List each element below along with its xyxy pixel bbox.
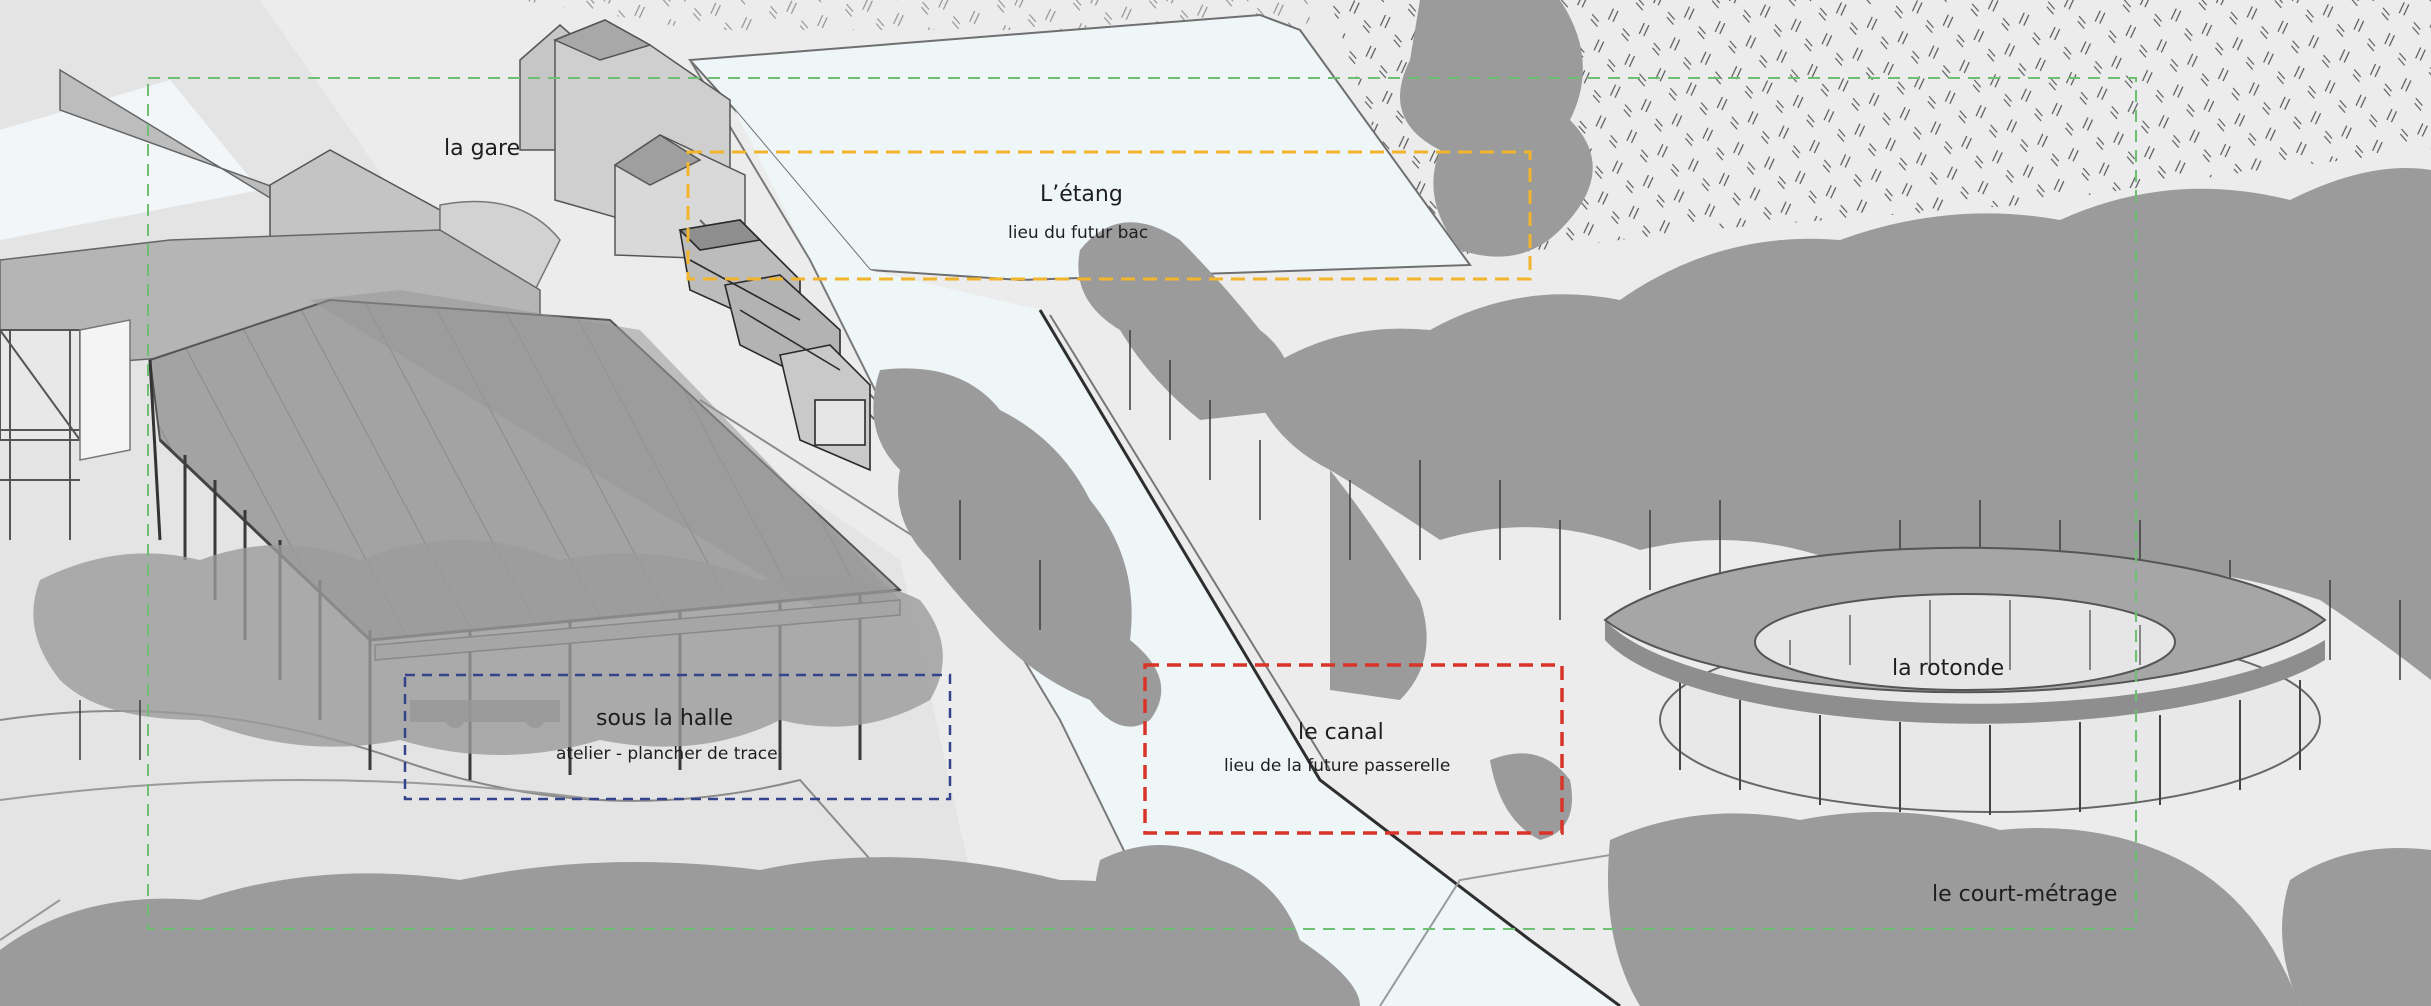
- canal-water: [735, 110, 1620, 1006]
- label-la-rotonde: la rotonde: [1892, 656, 2005, 681]
- label-halle-sub: atelier - plancher de trace: [556, 744, 778, 764]
- frame-halle: [403, 673, 952, 801]
- label-etang-sub: lieu du futur bac: [1008, 223, 1149, 243]
- frame-canal: [1143, 663, 1564, 835]
- frame-etang: [686, 150, 1532, 281]
- label-le-canal: le canal: [1298, 720, 1384, 745]
- hatched-meadow: [1330, 0, 2431, 260]
- train-icon: [678, 219, 871, 472]
- water-tower-icon: [0, 329, 81, 540]
- label-etang: L’étang: [1040, 182, 1123, 207]
- label-court-metrage: le court-métrage: [1932, 882, 2118, 907]
- west-plaza: [0, 80, 260, 240]
- hatched-strip: [520, 0, 1330, 30]
- label-sous-la-halle: sous la halle: [596, 706, 734, 731]
- canal-bank-east: [1038, 309, 1621, 1006]
- rotunda-icon: [1603, 546, 2327, 815]
- label-canal-sub: lieu de la future passerelle: [1224, 756, 1451, 776]
- label-la-gare: la gare: [444, 136, 521, 161]
